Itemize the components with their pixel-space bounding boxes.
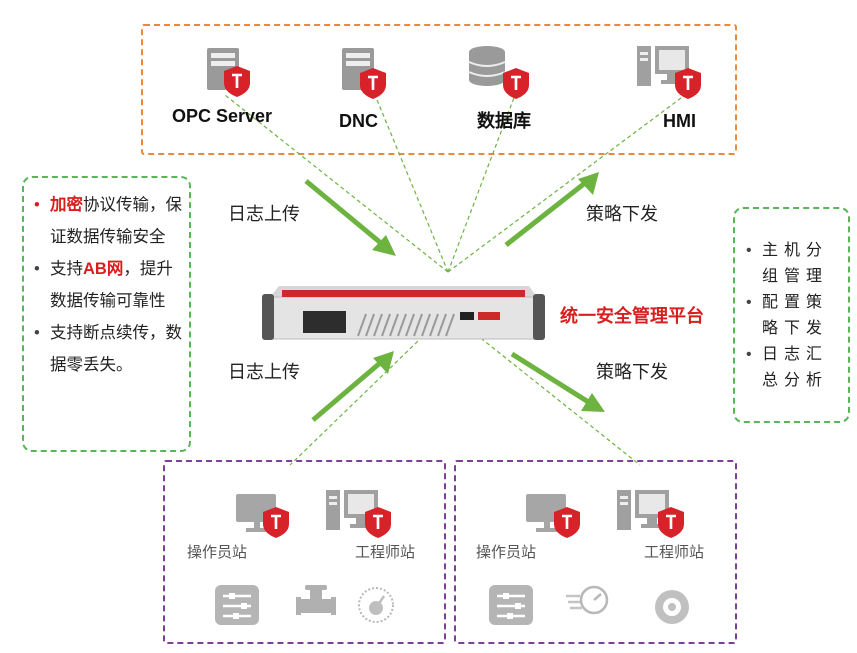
badge-letter: T: [368, 73, 378, 90]
feature-item-group-mgmt: 主机分组管理: [746, 238, 842, 290]
database-icon: [468, 46, 506, 86]
flow-label-dispatch-bottom: 策略下发: [596, 362, 668, 382]
flow-label-dispatch-top: 策略下发: [586, 204, 658, 224]
operator-station-label: 操作员站: [476, 544, 537, 561]
feature-item-resume: 支持断点续传，数据零丢失。: [34, 317, 184, 381]
flow-label-upload-top: 日志上传: [228, 204, 300, 224]
operator-station-label: 操作员站: [187, 544, 248, 561]
feature-item-log-analysis: 日志汇总分析: [746, 342, 842, 394]
feature-item-ab-network: 支持AB网，提升数据传输可靠性: [34, 253, 184, 317]
security-appliance-icon: [262, 286, 545, 340]
badge-letter: T: [683, 73, 693, 90]
connection-lines: [224, 94, 686, 466]
engineer-station-label: 工程师站: [355, 544, 416, 561]
badge-letter: T: [373, 512, 383, 529]
platform-label: 统一安全管理平台: [560, 306, 704, 326]
plc-icon: [487, 583, 535, 627]
bottom-left-group-box: [163, 460, 446, 644]
right-feature-list: 主机分组管理 配置策略下发 日志汇总分析: [746, 238, 842, 394]
left-feature-list: 加密协议传输，保证数据传输安全 支持AB网，提升数据传输可靠性 支持断点续传，数…: [34, 189, 184, 381]
feature-item-policy-dispatch: 配置策略下发: [746, 290, 842, 342]
badge-letter: T: [232, 71, 242, 88]
flow-arrows: [304, 172, 605, 422]
device-label-dnc: DNC: [339, 111, 378, 131]
engineer-station-label: 工程师站: [644, 544, 705, 561]
device-label-opc-server: OPC Server: [172, 106, 273, 126]
flow-label-upload-bottom: 日志上传: [228, 362, 300, 382]
right-features-box: [733, 207, 850, 423]
badge-letter: T: [666, 512, 676, 529]
top-devices-box: [141, 24, 737, 155]
plc-icon: [213, 583, 261, 627]
valve-icon: [296, 585, 336, 615]
badge-letter: T: [271, 512, 281, 529]
gauge-icon: [358, 587, 394, 623]
feature-item-encryption: 加密协议传输，保证数据传输安全: [34, 189, 184, 253]
bottom-right-group-box: [454, 460, 737, 644]
badge-letter: T: [511, 73, 521, 90]
device-label-hmi: HMI: [663, 111, 696, 131]
badge-letter: T: [562, 512, 572, 529]
device-label-database: 数据库: [477, 111, 531, 131]
left-features-box: [22, 176, 191, 452]
flowmeter-icon: [566, 585, 609, 615]
sensor-icon: [655, 590, 689, 624]
